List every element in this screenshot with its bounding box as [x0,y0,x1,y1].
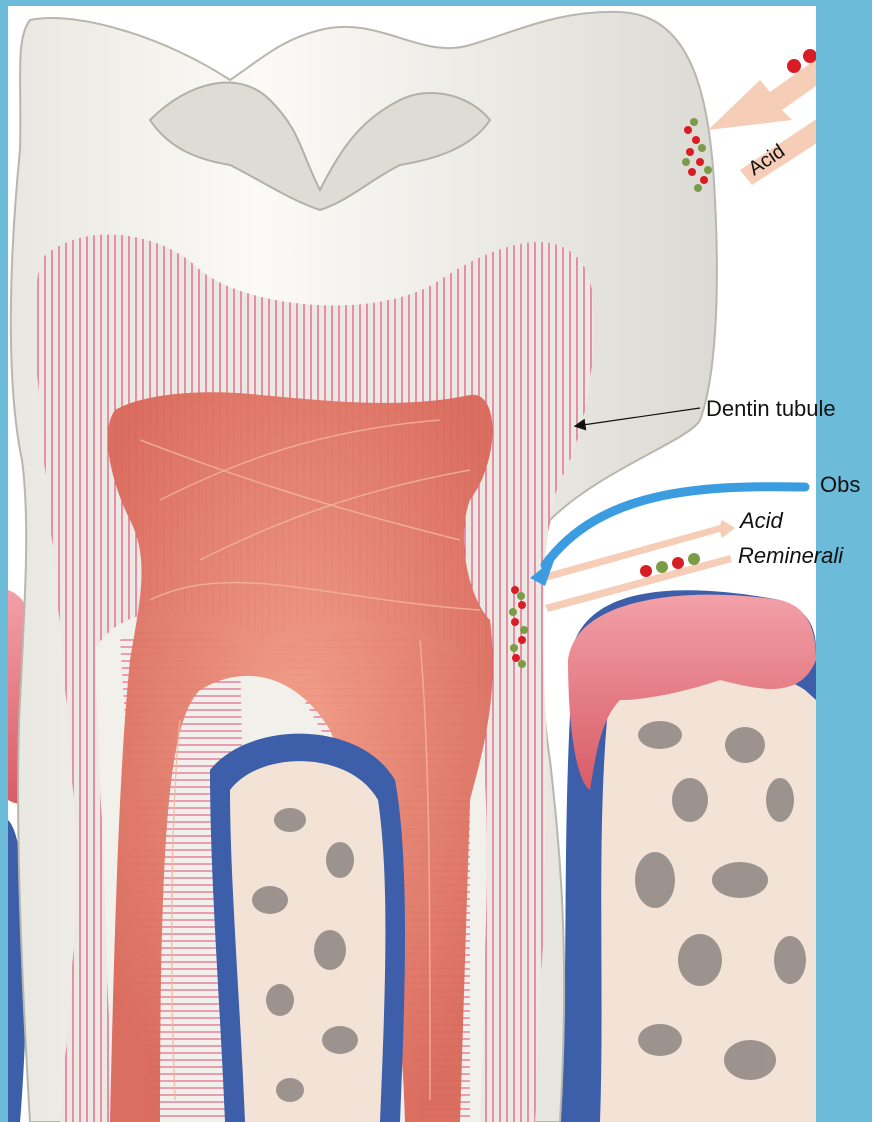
right-gum-and-bone [560,590,816,1122]
jaw-bone-right [600,668,816,1122]
interradicular-bone [230,761,385,1122]
label-remineral: Reminerali [738,543,844,568]
label-acid-root: Acid [738,508,784,533]
label-dentin-tubule: Dentin tubule [706,396,836,421]
label-obs: Obs [820,472,860,497]
